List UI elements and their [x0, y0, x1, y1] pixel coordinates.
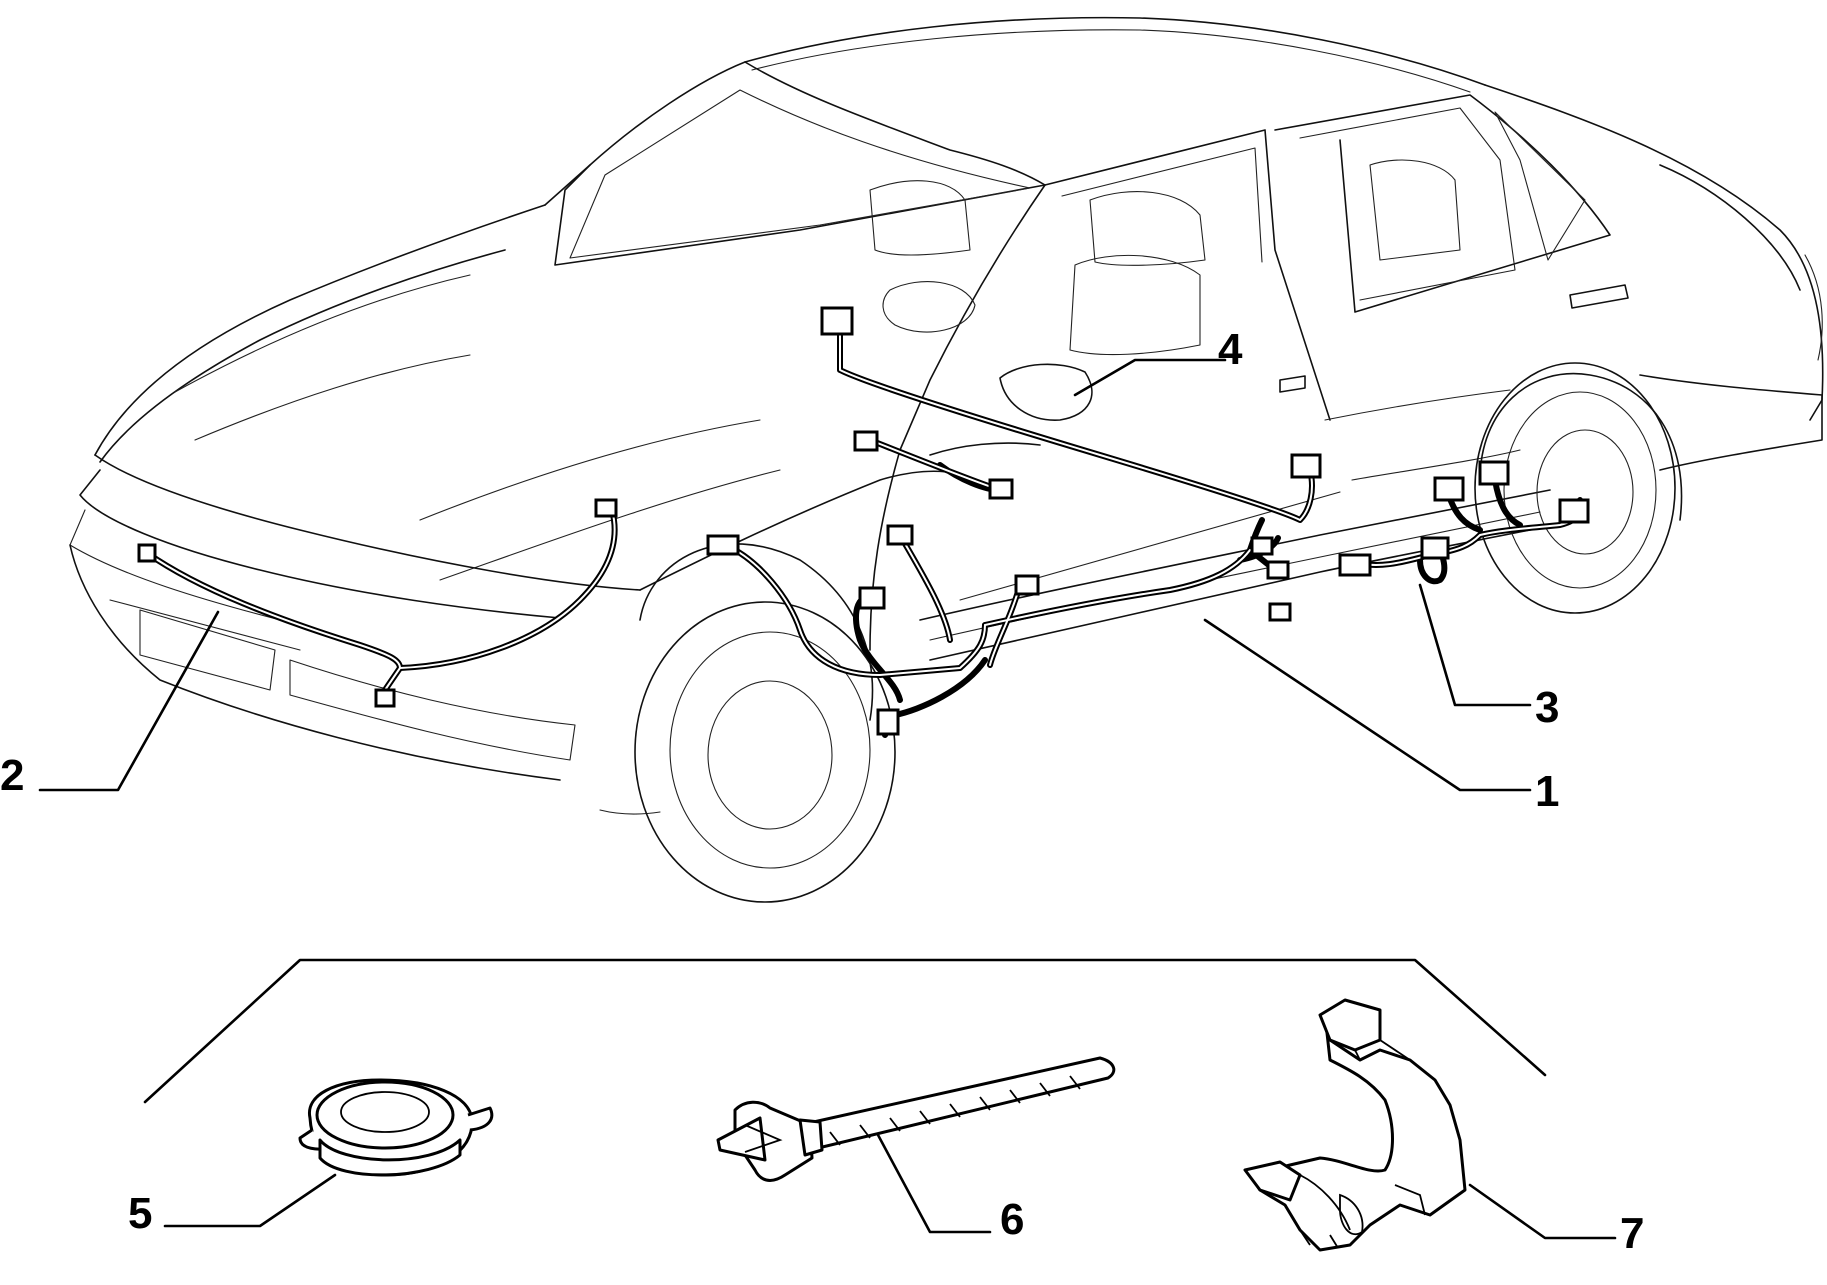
harness-front: [137, 498, 618, 708]
connector: [706, 534, 740, 556]
connector: [1478, 460, 1510, 486]
leader-6: [868, 1118, 992, 1234]
leader-1: [1203, 618, 1532, 792]
harness-rear: [1338, 460, 1590, 585]
connector: [1250, 536, 1274, 556]
connector: [1433, 476, 1465, 502]
callout-3: 3: [1535, 683, 1559, 732]
connector: [1558, 498, 1590, 524]
grommet-part: [298, 1078, 494, 1177]
callout-2: 2: [0, 751, 24, 800]
parts-bracket: [143, 958, 1547, 1104]
connector: [1420, 536, 1450, 560]
leader-3: [1418, 583, 1532, 707]
connector: [374, 688, 396, 708]
connector: [820, 306, 854, 336]
connector: [1014, 574, 1040, 596]
connector: [853, 430, 879, 452]
connector: [988, 478, 1014, 500]
connector: [594, 498, 618, 518]
connector: [137, 543, 157, 563]
harness-dash: [820, 306, 1322, 523]
connector: [886, 524, 914, 546]
connector: [1290, 453, 1322, 479]
callout-7: 7: [1620, 1209, 1644, 1258]
connector: [1268, 602, 1292, 622]
leader-2: [38, 610, 220, 792]
car-body: [69, 16, 1824, 903]
harness-main: [706, 517, 1292, 738]
leader-4: [1073, 358, 1227, 397]
clip-part: [1243, 998, 1467, 1252]
callout-6: 6: [1000, 1195, 1024, 1244]
callout-4: 4: [1218, 325, 1243, 374]
connector: [1338, 553, 1372, 577]
connector: [858, 586, 886, 610]
leader-7: [1468, 1183, 1617, 1240]
callout-labels: 2 4 3 1 5 6 7: [0, 325, 1644, 1258]
connector: [1266, 560, 1290, 580]
callout-1: 1: [1535, 767, 1559, 816]
leader-5: [163, 1173, 337, 1228]
connector: [876, 708, 900, 736]
leader-lines: [38, 358, 1617, 1240]
cable-tie-part: [716, 1056, 1116, 1182]
callout-5: 5: [128, 1189, 152, 1238]
